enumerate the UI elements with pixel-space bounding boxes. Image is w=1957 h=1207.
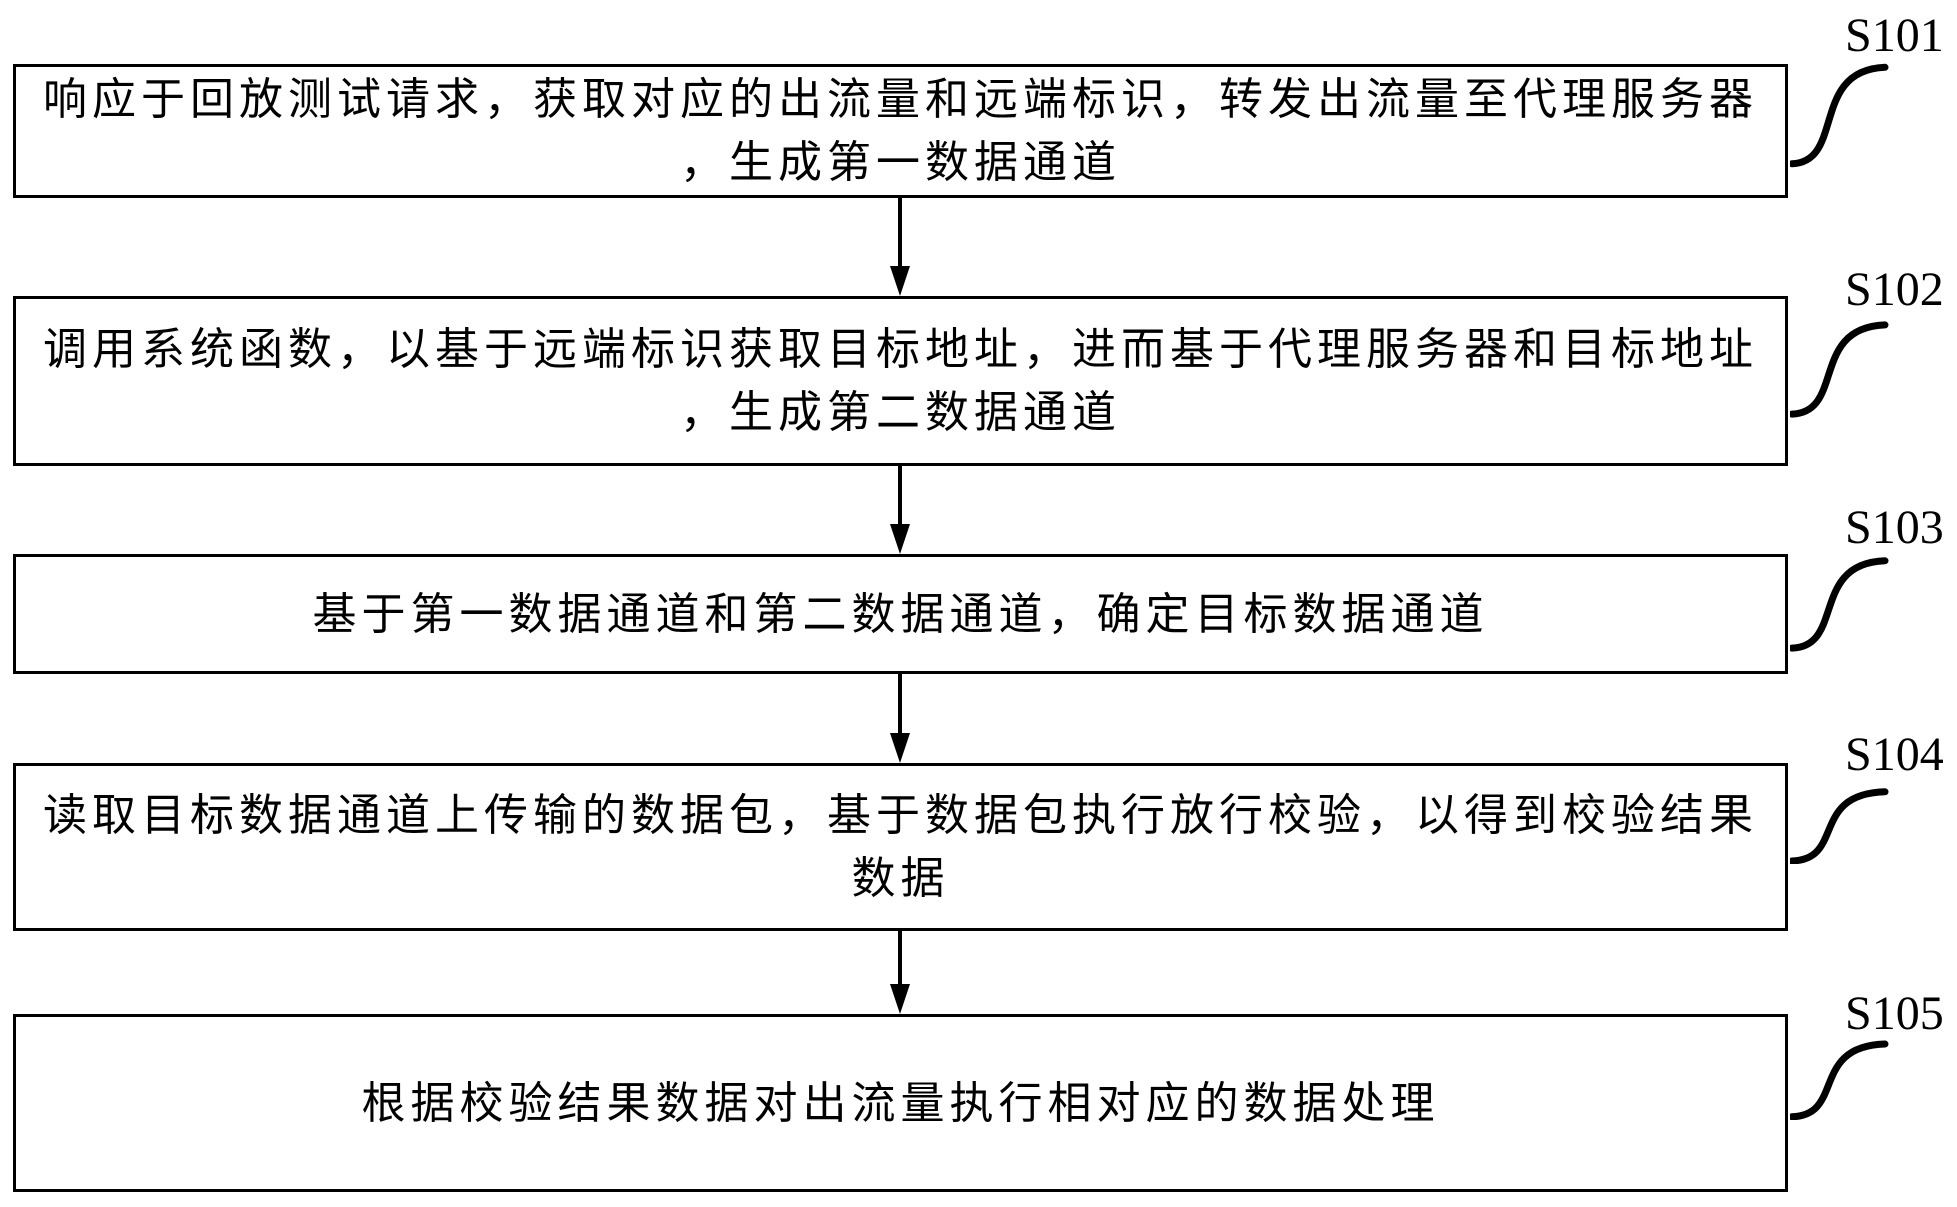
step-label-s101: S101 (1845, 9, 1944, 62)
step-label-s102: S102 (1845, 263, 1944, 316)
step-text-line: ，生成第一数据通道 (680, 138, 1121, 187)
step-text-line: 调用系统函数，以基于远端标识获取目标地址，进而基于代理服务器和目标地址 (43, 325, 1758, 374)
step-label-s105: S105 (1845, 987, 1944, 1040)
step-box-s101: 响应于回放测试请求，获取对应的出流量和远端标识，转发出流量至代理服务器 ，生成第… (13, 64, 1788, 198)
connector-curve-s101 (1790, 62, 1890, 168)
step-box-s102: 调用系统函数，以基于远端标识获取目标地址，进而基于代理服务器和目标地址 ，生成第… (13, 296, 1788, 466)
step-text-line: 基于第一数据通道和第二数据通道，确定目标数据通道 (312, 589, 1489, 639)
step-label-s103: S103 (1845, 501, 1944, 554)
step-text-line: 数据 (851, 854, 950, 903)
connector-curve-s104 (1790, 788, 1890, 864)
step-box-s104: 读取目标数据通道上传输的数据包，基于数据包执行放行校验，以得到校验结果 数据 (13, 763, 1788, 931)
step-box-s103: 基于第一数据通道和第二数据通道，确定目标数据通道 (13, 554, 1788, 674)
step-text-line: ，生成第二数据通道 (680, 388, 1121, 437)
connector-curve-s105 (1790, 1040, 1890, 1120)
step-label-s104: S104 (1845, 728, 1944, 781)
step-text-line: 根据校验结果数据对出流量执行相对应的数据处理 (361, 1078, 1440, 1128)
connector-curve-s103 (1790, 556, 1890, 652)
step-box-s105: 根据校验结果数据对出流量执行相对应的数据处理 (13, 1014, 1788, 1192)
connector-curve-s102 (1790, 320, 1890, 418)
step-text-line: 读取目标数据通道上传输的数据包，基于数据包执行放行校验，以得到校验结果 (43, 791, 1758, 840)
step-text-line: 响应于回放测试请求，获取对应的出流量和远端标识，转发出流量至代理服务器 (43, 75, 1758, 124)
